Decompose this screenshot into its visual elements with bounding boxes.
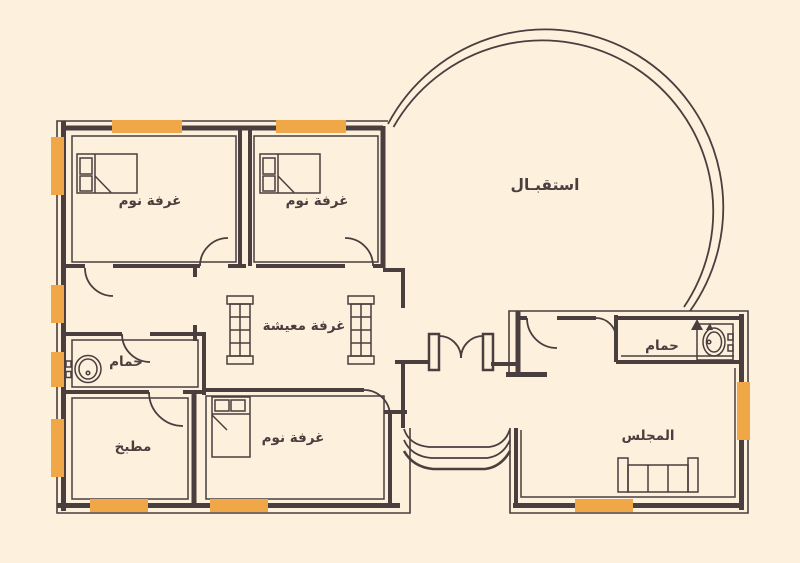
sofa-icon (347, 295, 375, 365)
window-icon (51, 352, 64, 387)
room-label-majlis: المجلس (621, 428, 674, 444)
door-arcs (84, 237, 617, 427)
window-icon (51, 285, 64, 323)
room-label-bedroom-2: غرفة نوم (286, 193, 349, 209)
room-label-kitchen: مطبخ (115, 439, 152, 455)
reception-circle-wall (387, 28, 725, 312)
bed-icon (211, 396, 251, 458)
bed-icon (259, 153, 321, 194)
furniture (65, 153, 734, 493)
sofa-icon (617, 457, 699, 493)
room-label-reception: استقبـال (511, 176, 580, 194)
window-icon (276, 120, 346, 133)
sink-icon (696, 323, 734, 361)
bed-icon (76, 153, 138, 194)
window-icon (51, 419, 64, 477)
toilet-icon (691, 319, 713, 330)
windows (51, 120, 750, 512)
room-label-bedroom-1: غرفة نوم (119, 193, 182, 209)
sofa-icon (226, 295, 254, 365)
room-label-bedroom-3: غرفة نوم (262, 430, 325, 446)
entrance-double-door-icon (427, 332, 495, 372)
room-label-bathroom-1: حمام (109, 354, 143, 370)
window-icon (210, 499, 268, 512)
sink-icon (65, 354, 102, 384)
room-label-bathroom-2: حمام (645, 338, 679, 354)
room-labels: غرفة نوم غرفة نوم استقبـال غرفة معيشة حم… (109, 176, 679, 455)
inner-wall-contours (71, 135, 736, 500)
walls-medium (64, 128, 741, 506)
window-icon (737, 382, 750, 440)
window-icon (51, 137, 64, 195)
room-label-living-room: غرفة معيشة (263, 318, 346, 334)
corridor-steps (402, 428, 512, 471)
window-icon (90, 499, 148, 512)
window-icon (575, 499, 633, 512)
window-icon (112, 120, 182, 133)
